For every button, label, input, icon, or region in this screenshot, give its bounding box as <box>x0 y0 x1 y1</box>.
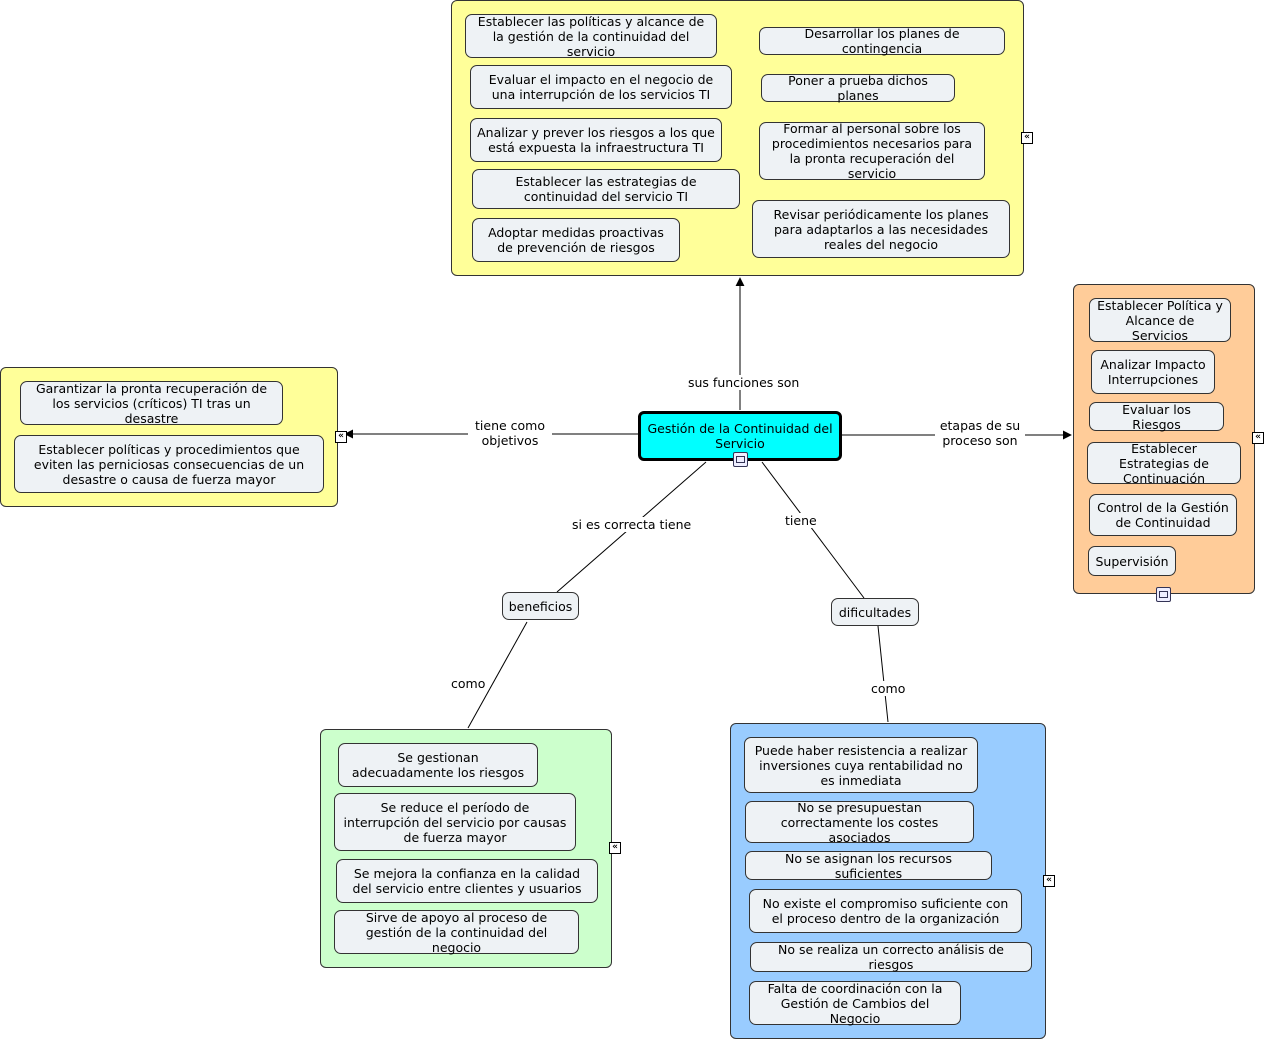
sitemap-resource-icon[interactable] <box>733 452 748 467</box>
etapa-node[interactable]: Analizar Impacto Interrupciones <box>1091 350 1215 394</box>
link-label-etapas: etapas de su proceso son <box>935 418 1025 448</box>
funcion-node[interactable]: Formar al personal sobre los procedimien… <box>759 121 985 181</box>
beneficio-node[interactable]: Se gestionan adecuadamente los riesgos <box>338 743 538 787</box>
beneficios-node[interactable]: beneficios <box>502 592 579 620</box>
dificultad-node[interactable]: Puede haber resistencia a realizar inver… <box>744 737 978 793</box>
link-como1-line <box>467 621 528 729</box>
etapa-node[interactable]: Supervisión <box>1088 546 1176 576</box>
etapa-node[interactable]: Evaluar los Riesgos <box>1089 402 1224 432</box>
link-como2-line <box>877 625 889 723</box>
link-label-funciones: sus funciones son <box>686 375 802 390</box>
beneficio-node[interactable]: Se mejora la confianza en la calidad del… <box>336 859 598 903</box>
etapa-node[interactable]: Establecer Estrategias de Continuación <box>1087 441 1241 486</box>
dificultad-node[interactable]: Falta de coordinación con la Gestión de … <box>749 981 961 1026</box>
collapse-icon[interactable]: « <box>1021 132 1033 144</box>
objetivo-node[interactable]: Establecer políticas y procedimientos qu… <box>14 435 324 493</box>
dificultad-node[interactable]: No existe el compromiso suficiente con e… <box>749 889 1022 933</box>
link-label-correcta: si es correcta tiene <box>570 517 694 532</box>
dificultad-node[interactable]: No se asignan los recursos suficientes <box>745 851 992 881</box>
image-resource-icon[interactable] <box>1156 587 1171 602</box>
link-label-como2: como <box>869 681 908 696</box>
beneficio-node[interactable]: Se reduce el período de interrupción del… <box>334 793 576 851</box>
link-label-objetivos: tiene como objetivos <box>468 418 552 448</box>
dificultad-node[interactable]: No se presupuestan correctamente los cos… <box>745 800 974 845</box>
funcion-node[interactable]: Establecer las políticas y alcance de la… <box>465 14 717 59</box>
link-label-tiene: tiene <box>783 513 819 528</box>
dificultades-node[interactable]: dificultades <box>831 598 919 626</box>
etapa-node[interactable]: Control de la Gestión de Continuidad <box>1089 494 1237 536</box>
funcion-node[interactable]: Adoptar medidas proactivas de prevención… <box>472 218 680 262</box>
objetivo-node[interactable]: Garantizar la pronta recuperación de los… <box>20 381 283 426</box>
collapse-icon[interactable]: « <box>609 842 621 854</box>
link-tiene-line <box>761 461 865 599</box>
etapa-node[interactable]: Establecer Política y Alcance de Servici… <box>1089 298 1231 343</box>
funcion-node[interactable]: Desarrollar los planes de contingencia <box>759 26 1005 56</box>
dificultad-node[interactable]: No se realiza un correcto análisis de ri… <box>750 942 1032 972</box>
collapse-icon[interactable]: « <box>1043 875 1055 887</box>
funcion-node[interactable]: Analizar y prever los riesgos a los que … <box>470 118 722 162</box>
collapse-icon[interactable]: « <box>335 431 347 443</box>
funcion-node[interactable]: Evaluar el impacto en el negocio de una … <box>470 65 732 109</box>
beneficio-node[interactable]: Sirve de apoyo al proceso de gestión de … <box>334 910 579 955</box>
funcion-node[interactable]: Poner a prueba dichos planes <box>761 73 955 103</box>
funcion-node[interactable]: Revisar periódicamente los planes para a… <box>752 200 1010 258</box>
collapse-icon[interactable]: « <box>1252 432 1264 444</box>
funcion-node[interactable]: Establecer las estrategias de continuida… <box>472 169 740 209</box>
link-label-como1: como <box>449 676 488 691</box>
